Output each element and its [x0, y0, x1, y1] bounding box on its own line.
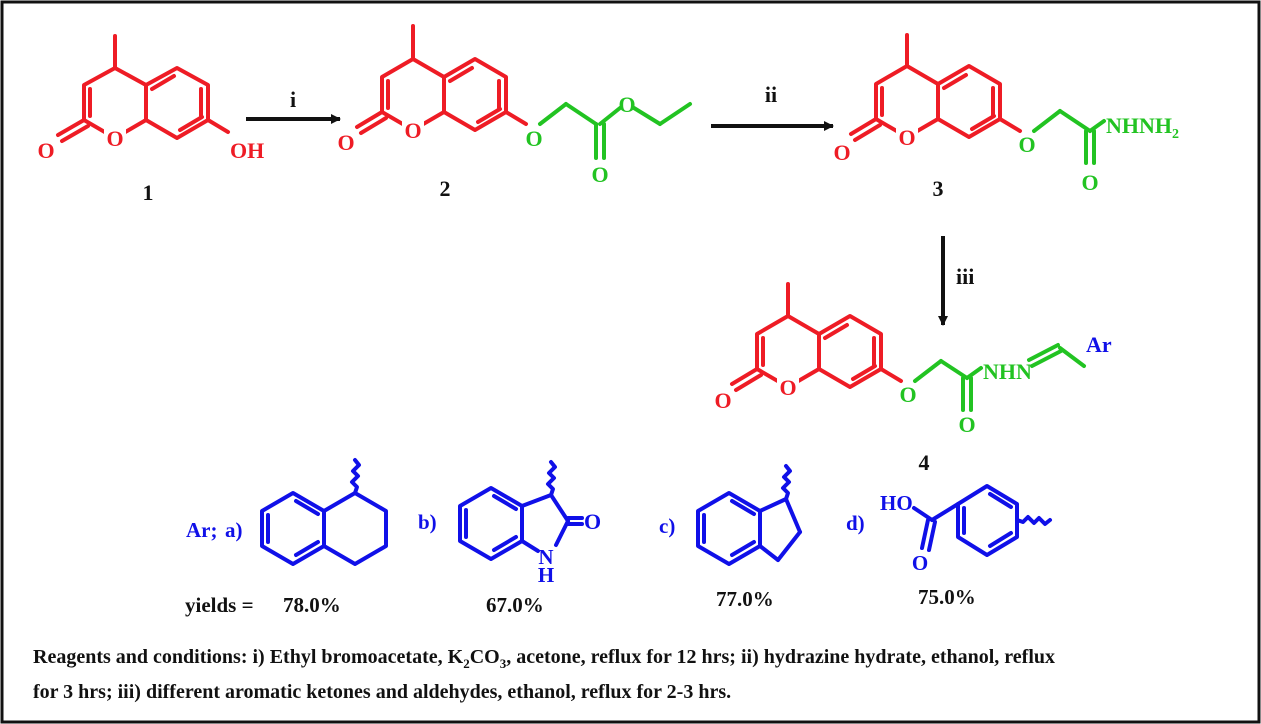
substituent-b-oxygen: O: [584, 509, 601, 534]
compound-4-aryl-label: Ar: [1086, 332, 1112, 357]
substituent-c-structure: [696, 464, 802, 566]
compound-4-ether-oxygen: O: [899, 382, 916, 407]
step-iii-label: iii: [956, 264, 974, 289]
compound-3-amide-oxygen: O: [1081, 170, 1098, 195]
compound-2-ring-oxygen: O: [404, 118, 421, 143]
substituent-d-structure: [912, 484, 1052, 557]
compound-3-coumarin-core: [849, 33, 1022, 142]
substituent-a-label: a): [225, 518, 243, 542]
reaction-conditions-caption: Reagents and conditions: i) Ethyl bromoa…: [33, 646, 1056, 703]
compound-3-number: 3: [933, 176, 944, 201]
substituent-b-label: b): [418, 510, 437, 534]
substituent-b-nitrogen: N: [538, 545, 553, 569]
substituent-b-hydrogen: H: [538, 563, 554, 587]
step-i-label: i: [290, 87, 296, 112]
compound-2-carbonyl-oxygen: O: [337, 130, 354, 155]
compound-3: O O O O NHNH2 3: [833, 33, 1179, 201]
compound-2-ester-chain: [538, 102, 692, 160]
compound-2-ether-oxygen: O: [525, 126, 542, 151]
yields-label: yields =: [185, 593, 254, 617]
compound-2-ester-oxygen: O: [618, 92, 635, 117]
substituent-lead-label: Ar;: [186, 518, 217, 542]
compound-4-hydrazone-group: NHN: [983, 359, 1032, 384]
compound-1-coumarin-core: [56, 34, 230, 143]
substituent-d-label: d): [846, 511, 865, 535]
compound-4-number: 4: [919, 450, 930, 475]
substituent-d-oxygen: O: [912, 551, 928, 575]
compound-1-carbonyl-oxygen: O: [37, 138, 54, 163]
substituent-d-hydroxyl: HO: [880, 491, 913, 515]
step-ii-label: ii: [765, 82, 777, 107]
compound-3-ether-oxygen: O: [1018, 132, 1035, 157]
compound-4: O O O O NHN Ar 4: [714, 282, 1112, 475]
compound-4-ring-oxygen: O: [779, 375, 796, 400]
compound-1-number: 1: [143, 180, 154, 205]
compound-3-hydrazide-group: NHNH2: [1106, 113, 1179, 142]
substituent-a-yield: 78.0%: [283, 593, 341, 617]
substituent-b-yield: 67.0%: [486, 593, 544, 617]
compound-4-coumarin-core: [730, 282, 903, 392]
compound-1-hydroxyl: OH: [230, 138, 264, 163]
compound-1: O O OH 1: [37, 34, 264, 205]
compound-2-coumarin-core: [355, 24, 528, 135]
compound-3-hydrazide-chain: [1032, 109, 1106, 165]
compound-2-number: 2: [440, 176, 451, 201]
compound-4-carbonyl-oxygen: O: [714, 388, 731, 413]
substituent-c-yield: 77.0%: [716, 587, 774, 611]
substituent-b-structure: [458, 460, 584, 561]
compound-4-amide-oxygen: O: [958, 412, 975, 437]
substituent-a-structure: [260, 458, 388, 566]
compound-2-acyl-oxygen: O: [591, 162, 608, 187]
compound-4-hydrazone-chain: [913, 343, 1086, 412]
substituent-c-label: c): [659, 514, 675, 538]
compound-1-ring-oxygen: O: [106, 126, 123, 151]
substituent-d-yield: 75.0%: [918, 585, 976, 609]
compound-2: O O O O O 2: [337, 24, 692, 201]
compound-3-carbonyl-oxygen: O: [833, 140, 850, 165]
compound-3-ring-oxygen: O: [898, 125, 915, 150]
